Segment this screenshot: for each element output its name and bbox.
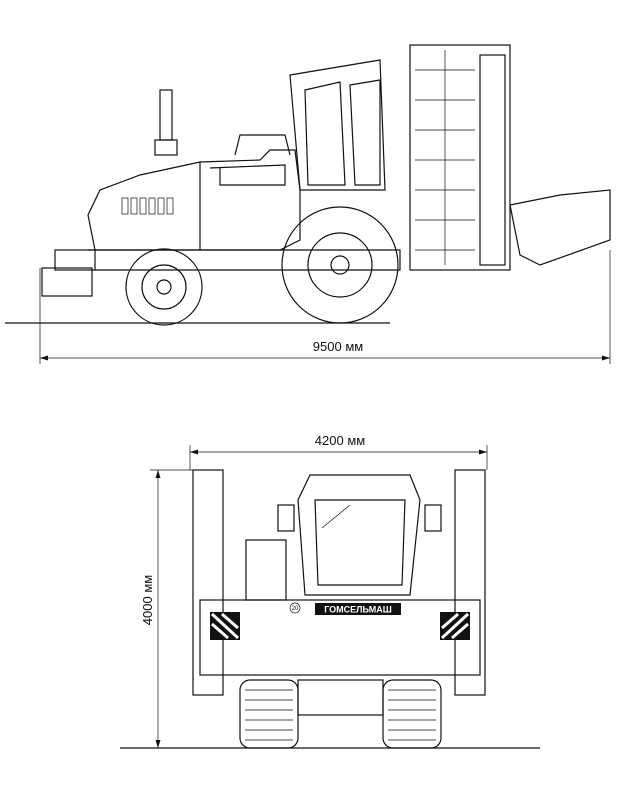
counterweight [41, 267, 93, 297]
cab-door [304, 81, 346, 186]
rear-wheel [125, 248, 203, 326]
hood-panel [199, 162, 286, 250]
ladder [245, 539, 287, 601]
brand-plate-text: ГОМСЕЛЬМАШ [324, 605, 392, 615]
front-wheel [281, 206, 399, 324]
exhaust-pipe [159, 89, 173, 141]
warning-stripes-right [440, 612, 470, 640]
engine-hood [87, 149, 301, 251]
air-filter [154, 139, 178, 156]
front-view: 4200 мм 4000 мм ГОМСЕЛЬМАШ 20 [120, 433, 540, 749]
right-mirror [424, 504, 442, 532]
length-label: 9500 мм [313, 339, 363, 354]
tank [234, 134, 291, 156]
left-mirror [277, 504, 295, 532]
right-front-wheel [382, 679, 442, 749]
side-view: 9500 мм [5, 44, 611, 364]
cab-window [349, 79, 381, 186]
height-label: 4000 мм [140, 575, 155, 625]
left-front-wheel [239, 679, 299, 749]
side-attachment [509, 189, 611, 266]
left-header [192, 469, 224, 696]
frame [88, 249, 401, 271]
badge-circle [289, 602, 301, 614]
grille-slots [121, 197, 174, 215]
front-frame [199, 599, 481, 676]
right-header [454, 469, 486, 696]
mower-header [409, 44, 511, 271]
hitch [54, 249, 96, 271]
cab-front [297, 474, 421, 596]
width-label: 4200 мм [315, 433, 365, 448]
brand-plate [315, 603, 401, 615]
axle [297, 679, 384, 716]
wiper [321, 504, 351, 529]
cab [289, 59, 386, 191]
badge-number: 20 [292, 606, 299, 612]
warning-stripes-left [210, 612, 240, 640]
windshield [314, 499, 406, 586]
